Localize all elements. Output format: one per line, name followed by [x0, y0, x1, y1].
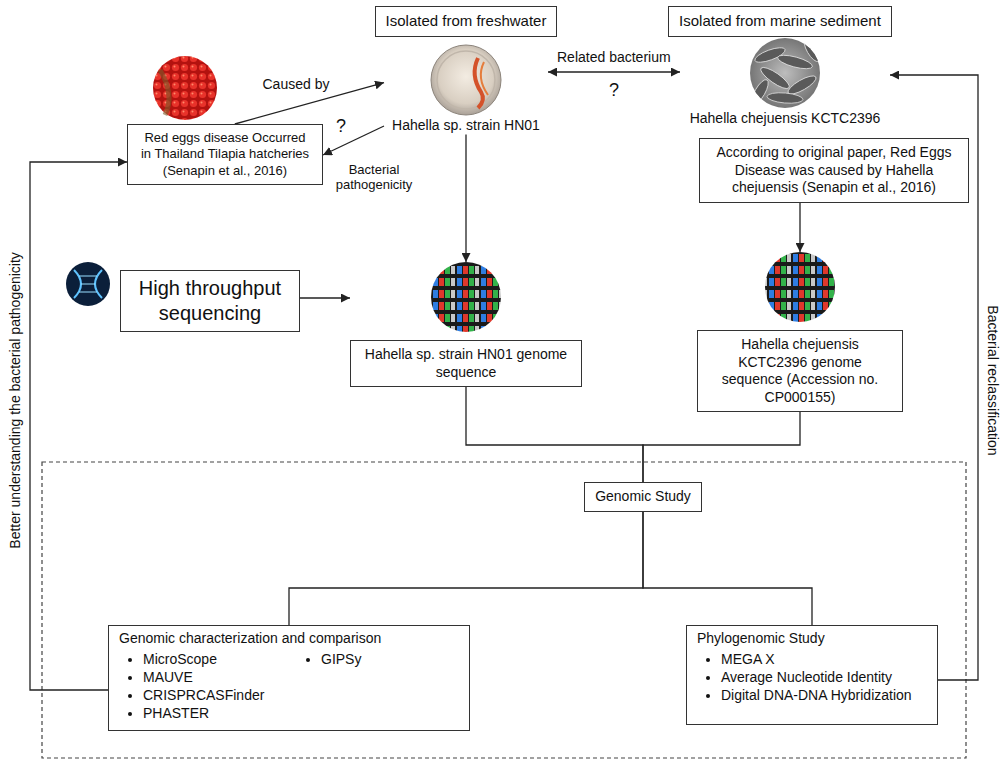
- caption-box: Hahella chejuensis KCTC2396 genome seque…: [697, 330, 903, 412]
- connector: [643, 512, 812, 626]
- bullet-list: MicroScopeMAUVECRISPRCASFinderPHASTER: [119, 650, 297, 723]
- edge-label: Caused by: [261, 76, 332, 93]
- bacterium-image-node: Hahella chejuensis KCTC2396: [680, 38, 890, 128]
- connector: [323, 126, 384, 155]
- node-text: Genomic Study: [595, 488, 691, 506]
- source-box: Isolated from freshwater: [375, 6, 558, 37]
- image-spacer: [384, 45, 548, 117]
- list-item: MAUVE: [143, 668, 297, 686]
- image-spacer: [697, 252, 903, 330]
- node-text: Phylogenomic Study: [697, 630, 927, 648]
- node-text: Isolated from marine sediment: [679, 12, 881, 31]
- list-item: CRISPRCASFinder: [143, 686, 297, 704]
- connector: [466, 387, 643, 482]
- question-mark: ?: [334, 116, 348, 138]
- list-item: PHASTER: [143, 704, 297, 722]
- connector: [643, 412, 800, 482]
- connector: [30, 162, 127, 690]
- bullet-list: MEGA XAverage Nucleotide IdentityDigital…: [697, 650, 912, 705]
- question-mark: ?: [607, 80, 621, 102]
- node-text: High throughput sequencing: [131, 276, 289, 326]
- connector: [465, 135, 466, 263]
- genome-node: Hahella chejuensis KCTC2396 genome seque…: [697, 252, 903, 412]
- list-row: MicroScopeMAUVECRISPRCASFinderPHASTER GIP…: [119, 648, 459, 723]
- node-text: Hahella sp. strain HN01: [384, 117, 548, 135]
- process-box: High throughput sequencing: [120, 270, 300, 332]
- caption-box: Hahella sp. strain HN01 genome sequence: [350, 340, 582, 387]
- list-item: Digital DNA-DNA Hybridization: [721, 686, 912, 704]
- connector: [799, 203, 800, 253]
- list-item: GIPSy: [321, 650, 361, 668]
- node-text: Red eggs disease Occurred in Thailand Ti…: [138, 130, 312, 179]
- node-text: Hahella chejuensis KCTC2396: [680, 110, 890, 128]
- list-item: MEGA X: [721, 650, 912, 668]
- connector: [289, 512, 643, 626]
- edge-label: Bacterial pathogenicity: [324, 162, 424, 193]
- edge-label: Better understanding the bacterial patho…: [6, 250, 23, 551]
- connector: [300, 297, 350, 298]
- bacterium-image-node: Hahella sp. strain HN01: [384, 45, 548, 135]
- note-box: According to original paper, Red Eggs Di…: [699, 138, 969, 203]
- connector: [548, 71, 680, 72]
- list-row: MEGA XAverage Nucleotide IdentityDigital…: [697, 648, 927, 705]
- edge-label: Bacterial reclassification: [985, 303, 1002, 457]
- node-text: According to original paper, Red Eggs Di…: [710, 144, 958, 197]
- image-spacer: [680, 38, 890, 110]
- method-box: Phylogenomic StudyMEGA XAverage Nucleoti…: [686, 625, 938, 725]
- method-box: Genomic characterization and comparisonM…: [108, 625, 470, 731]
- process-box: Genomic Study: [584, 482, 702, 512]
- list-item: Average Nucleotide Identity: [721, 668, 912, 686]
- node-text: Genomic characterization and comparison: [119, 630, 459, 648]
- bullet-list: GIPSy: [297, 650, 361, 723]
- edge-label: Related bacterium: [555, 49, 673, 66]
- disease-box: Red eggs disease Occurred in Thailand Ti…: [127, 124, 323, 185]
- list-item: MicroScope: [143, 650, 297, 668]
- source-box: Isolated from marine sediment: [668, 6, 892, 37]
- node-text: Hahella chejuensis KCTC2396 genome seque…: [706, 336, 894, 406]
- node-text: Hahella sp. strain HN01 genome sequence: [359, 346, 573, 381]
- genome-node: Hahella sp. strain HN01 genome sequence: [350, 262, 582, 387]
- image-spacer: [350, 262, 582, 340]
- node-text: Isolated from freshwater: [386, 12, 547, 31]
